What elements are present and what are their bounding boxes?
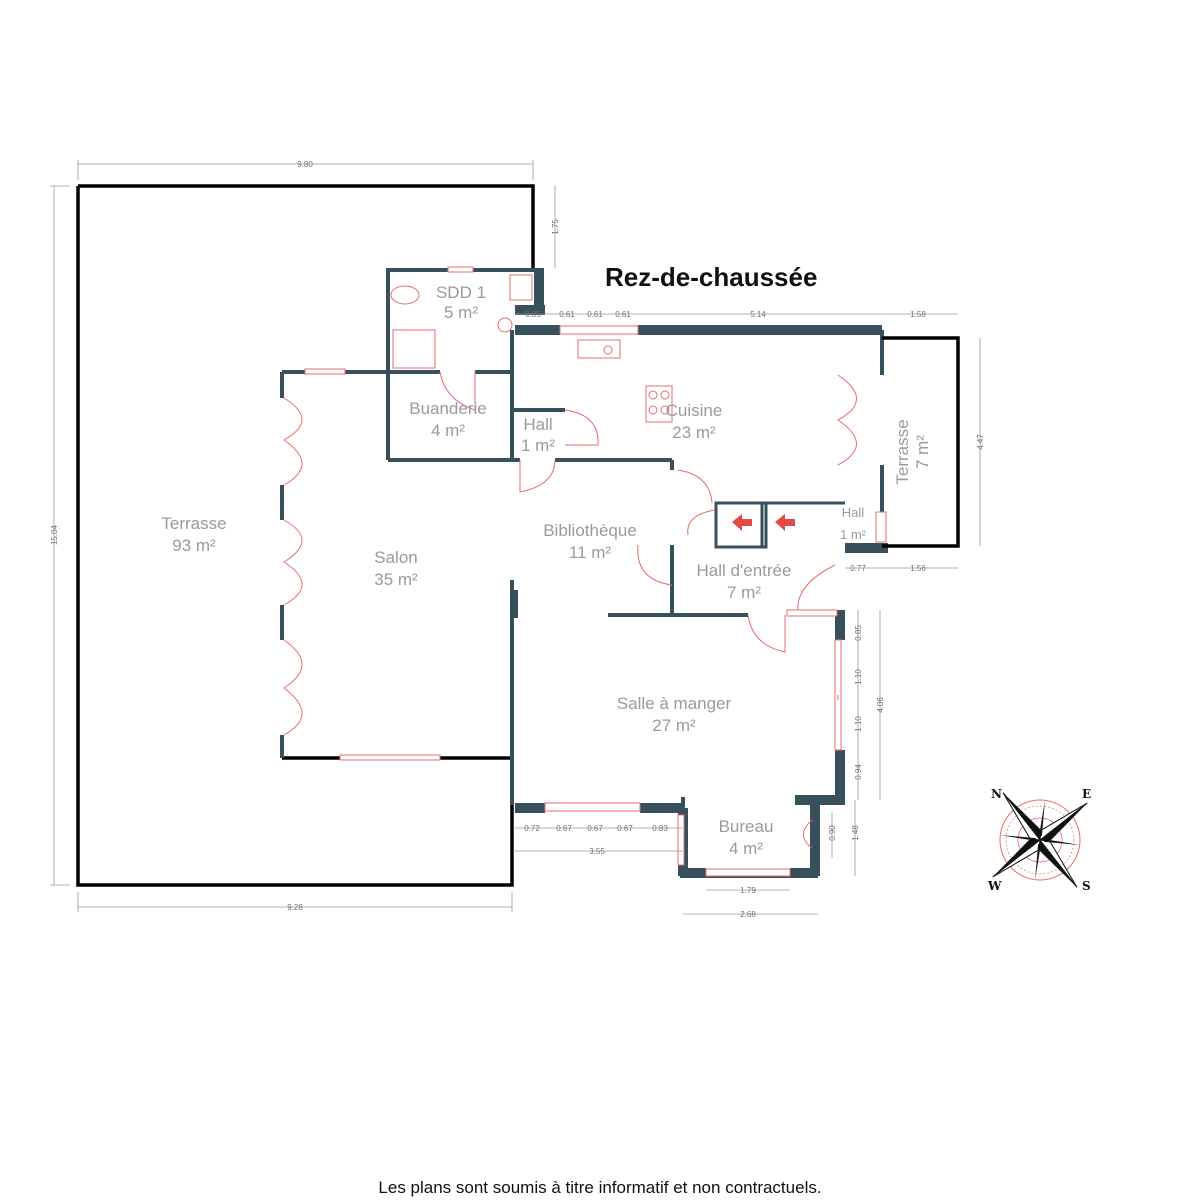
dim-kitchen-a: 0.85 <box>525 310 541 319</box>
room-salon-name: Salon <box>374 548 417 567</box>
dim-east-c: 1.10 <box>854 716 863 732</box>
dim-south-a: 0.72 <box>524 824 540 833</box>
dim-bureau-side: 0.90 <box>828 825 837 841</box>
disclaimer-footer: Les plans sont soumis à titre informatif… <box>378 1178 822 1197</box>
dim-south-c: 0.67 <box>587 824 603 833</box>
room-sdd-name: SDD 1 <box>436 283 486 302</box>
dim-south-b: 0.67 <box>556 824 572 833</box>
room-cuisine-area: 23 m² <box>672 423 716 442</box>
dimension-labels: 9.80 1.75 15.04 9.28 0.85 0.61 0.61 0.61… <box>50 160 985 919</box>
compass-rose-icon: N E S W <box>987 787 1091 893</box>
room-hall2-area: 1 m² <box>840 527 867 542</box>
dim-terrace-bottom-b: 1.56 <box>910 564 926 573</box>
doors-windows <box>283 266 887 877</box>
dim-east-b: 1.10 <box>854 669 863 685</box>
dim-terrace-top: 1.58 <box>910 310 926 319</box>
room-salle-manger-name: Salle à manger <box>617 694 732 713</box>
dimension-lines <box>50 160 981 915</box>
dim-kitchen-width: 5.14 <box>750 310 766 319</box>
dim-south-total: 3.55 <box>589 847 605 856</box>
room-labels: Terrasse 93 m² Salon 35 m² SDD 1 5 m² Bu… <box>161 283 932 858</box>
dim-east-d: 0.94 <box>854 764 863 780</box>
room-terrasse-small-name: Terrasse <box>893 419 912 484</box>
room-hall-entree-name: Hall d'entrée <box>697 561 792 580</box>
dim-kitchen-b: 0.61 <box>559 310 575 319</box>
dim-top-step: 1.75 <box>551 219 560 235</box>
dim-top-width: 9.80 <box>297 160 313 169</box>
compass-s-label: S <box>1082 879 1091 893</box>
room-bureau-name: Bureau <box>719 817 774 836</box>
dim-bureau-window: 1.79 <box>740 886 756 895</box>
room-hall1-area: 1 m² <box>521 436 555 455</box>
compass-n-label: N <box>991 787 1002 801</box>
room-sdd-area: 5 m² <box>444 303 478 322</box>
dim-bureau-width: 2.68 <box>740 910 756 919</box>
room-hall2-name: Hall <box>842 505 865 520</box>
room-bibliotheque-name: Bibliothèque <box>543 521 637 540</box>
compass-w-label: W <box>987 879 1002 893</box>
room-salon-area: 35 m² <box>374 570 418 589</box>
dim-bottom-width: 9.28 <box>287 903 303 912</box>
dim-terrace-height: 4.47 <box>976 434 985 450</box>
room-bibliotheque-area: 11 m² <box>569 543 612 562</box>
room-salle-manger-area: 27 m² <box>652 716 696 735</box>
dim-bureau-side-total: 1.48 <box>851 825 860 841</box>
room-hall-entree-area: 7 m² <box>727 583 761 602</box>
dim-terrace-bottom-a: 0.77 <box>850 564 866 573</box>
dim-left-height: 15.04 <box>50 524 59 545</box>
room-terrasse-area: 93 m² <box>172 536 216 555</box>
room-terrasse-small-area: 7 m² <box>913 435 932 469</box>
dim-east-a: 0.85 <box>854 625 863 641</box>
room-buanderie-area: 4 m² <box>431 421 465 440</box>
room-terrasse-name: Terrasse <box>161 514 226 533</box>
compass-e-label: E <box>1082 787 1091 801</box>
room-bureau-area: 4 m² <box>729 839 763 858</box>
dim-kitchen-c: 0.61 <box>587 310 603 319</box>
dim-kitchen-d: 0.61 <box>615 310 631 319</box>
room-buanderie-name: Buanderie <box>409 399 487 418</box>
dim-south-d: 0.67 <box>617 824 633 833</box>
dim-east-total: 4.06 <box>876 697 885 713</box>
dim-south-e: 0.83 <box>652 824 668 833</box>
plan-title: Rez-de-chaussée <box>605 262 817 292</box>
room-hall1-name: Hall <box>523 415 552 434</box>
room-cuisine-name: Cuisine <box>666 401 723 420</box>
